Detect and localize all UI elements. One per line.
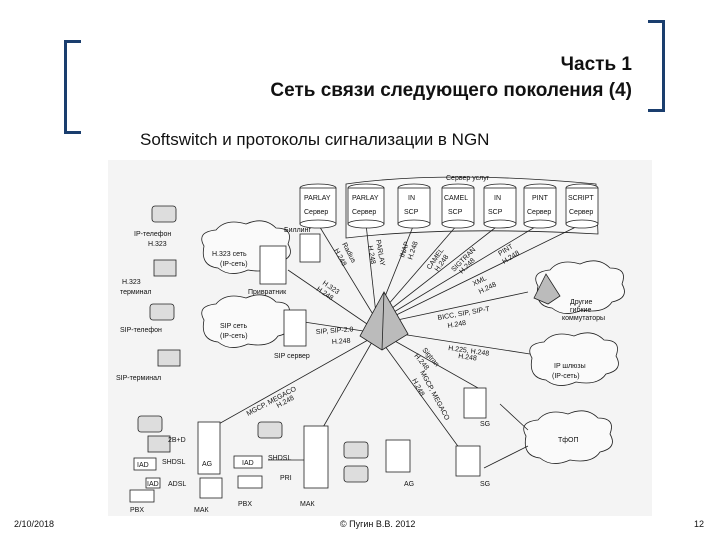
billing-server <box>299 233 321 263</box>
access-left-iad2: IAD <box>147 481 159 488</box>
db-label-7-bottom: Сервер <box>569 209 593 216</box>
access-left-mak: МАК <box>194 507 210 514</box>
sg-label-2: SG <box>480 481 490 488</box>
db-label-7-top: SCRIPT <box>568 195 594 202</box>
sip-phone-icon <box>149 303 175 321</box>
sg-label-1: SG <box>480 421 490 428</box>
access-mid-pri: PRI <box>280 475 292 482</box>
access-mid-iad: IAD <box>242 460 254 467</box>
ip-phone-label: IP-телефон <box>134 231 171 238</box>
phone-icon <box>137 415 163 433</box>
access-mid-mak: МАК <box>300 501 316 508</box>
iad-left-2 <box>145 477 161 489</box>
proto-parlay: PARLAY <box>374 239 386 267</box>
right-bracket-decoration <box>648 20 665 112</box>
db-label-2-top: PARLAY <box>352 195 379 202</box>
proto-h248-h: H.248 <box>447 320 467 330</box>
db-label-4-top: CAMEL <box>444 195 468 202</box>
h323-terminal-icon <box>153 259 177 277</box>
h323-network-label: H.323 сеть <box>212 251 247 258</box>
ngn-diagram: Сервер услуг PARLAY Сервер PARLAY Сервер… <box>108 160 652 516</box>
slide-title: Сеть связи следующего поколения (4) <box>270 80 632 101</box>
sip-terminal-icon <box>157 349 181 367</box>
ag-small-label: AG <box>404 481 414 488</box>
signaling-links <box>207 223 583 469</box>
access-left-ag: AG <box>202 461 212 468</box>
footer-date: 2/10/2018 <box>14 519 55 529</box>
other-switches-label-1: Другие <box>570 299 593 306</box>
ag-left-box <box>197 421 221 475</box>
db-label-6-top: PINT <box>532 195 549 202</box>
h323-terminal-label-a: H.323 <box>122 279 141 286</box>
db-label-6-bottom: Сервер <box>527 209 551 216</box>
access-mid-pbx: PBX <box>238 501 252 508</box>
ag-box-small <box>385 439 411 473</box>
sip-terminal-label: SIP-терминал <box>116 375 161 382</box>
left-bracket-decoration <box>64 40 81 134</box>
ip-phone-icon <box>151 205 177 223</box>
sip-network-label: SIP сеть <box>220 323 247 330</box>
sip-network-sub: (IP-сеть) <box>220 333 248 340</box>
db-label-3-bottom: SCP <box>404 209 419 216</box>
sip-phone-label: SIP-телефон <box>120 327 162 334</box>
proto-inap: INAP <box>399 241 411 259</box>
pstn-label: ТфОП <box>558 437 579 444</box>
access-left-adsl: ADSL <box>168 481 186 488</box>
phone-icon <box>257 421 283 439</box>
iad-mid-box <box>233 455 263 469</box>
db-label-5-bottom: SCP <box>488 209 503 216</box>
laptop-icon <box>147 435 171 453</box>
mak-left-box <box>199 477 223 499</box>
footer-copyright: © Пугин В.В. 2012 <box>340 519 416 529</box>
gatekeeper-label: Привратник <box>248 289 287 296</box>
access-mid-shdsl: SHDSL <box>268 455 291 462</box>
proto-h248-b: H.248 <box>366 245 376 265</box>
footer-page-number: 12 <box>694 519 705 529</box>
pbx-left-box <box>129 489 155 503</box>
other-switch-pyramid <box>533 273 561 305</box>
ip-gateways-label-1: IP шлюзы <box>554 363 586 370</box>
db-label-3-top: IN <box>408 195 415 202</box>
h323-label: H.323 <box>148 241 167 248</box>
access-left-isdn: 2B+D <box>168 437 186 444</box>
ngn-diagram-svg: Сервер услуг PARLAY Сервер PARLAY Сервер… <box>116 175 625 514</box>
proto-sip2: SIP, SIP-2.0 <box>316 326 354 336</box>
proto-h248-i: H.248 <box>458 353 478 363</box>
slide-subtitle: Softswitch и протоколы сигнализации в NG… <box>140 130 490 149</box>
other-switches-label-2: гибкие <box>570 306 591 314</box>
db-label-1-top: PARLAY <box>304 195 331 202</box>
ip-gateways-label-2: (IP-сеть) <box>552 373 580 380</box>
phone-icon <box>343 465 369 483</box>
pbx-mid-box <box>237 475 263 489</box>
proto-h248-k: H.248 <box>332 338 351 346</box>
gatekeeper-server <box>259 245 287 285</box>
db-label-4-bottom: SCP <box>448 209 463 216</box>
service-database-group <box>299 183 599 229</box>
pstn-cloud <box>523 410 613 464</box>
sip-server-label: SIP сервер <box>274 353 310 360</box>
access-left-shdsl: SHDSL <box>162 459 185 466</box>
billing-label: Биллинг <box>284 227 311 234</box>
h323-terminal-label-b: терминал <box>120 289 151 296</box>
sg-box-1 <box>463 387 487 419</box>
ip-gateways-cloud <box>529 332 619 386</box>
phone-icon <box>343 441 369 459</box>
slide-title-part: Часть 1 <box>560 54 632 75</box>
iad-left-1 <box>133 457 157 471</box>
sip-server-box <box>283 309 307 347</box>
mak-mid-box <box>303 425 329 489</box>
h323-network-sub: (IP-сеть) <box>220 261 248 268</box>
sg-box-2 <box>455 445 481 477</box>
access-left-pbx: PBX <box>130 507 144 514</box>
service-server-label: Сервер услуг <box>446 175 490 182</box>
other-switches-cloud <box>535 260 625 314</box>
other-switches-label-3: коммутаторы <box>562 315 605 322</box>
db-label-5-top: IN <box>494 195 501 202</box>
db-label-2-bottom: Сервер <box>352 209 376 216</box>
db-label-1-bottom: Сервер <box>304 209 328 216</box>
access-left-iad1: IAD <box>137 462 149 469</box>
